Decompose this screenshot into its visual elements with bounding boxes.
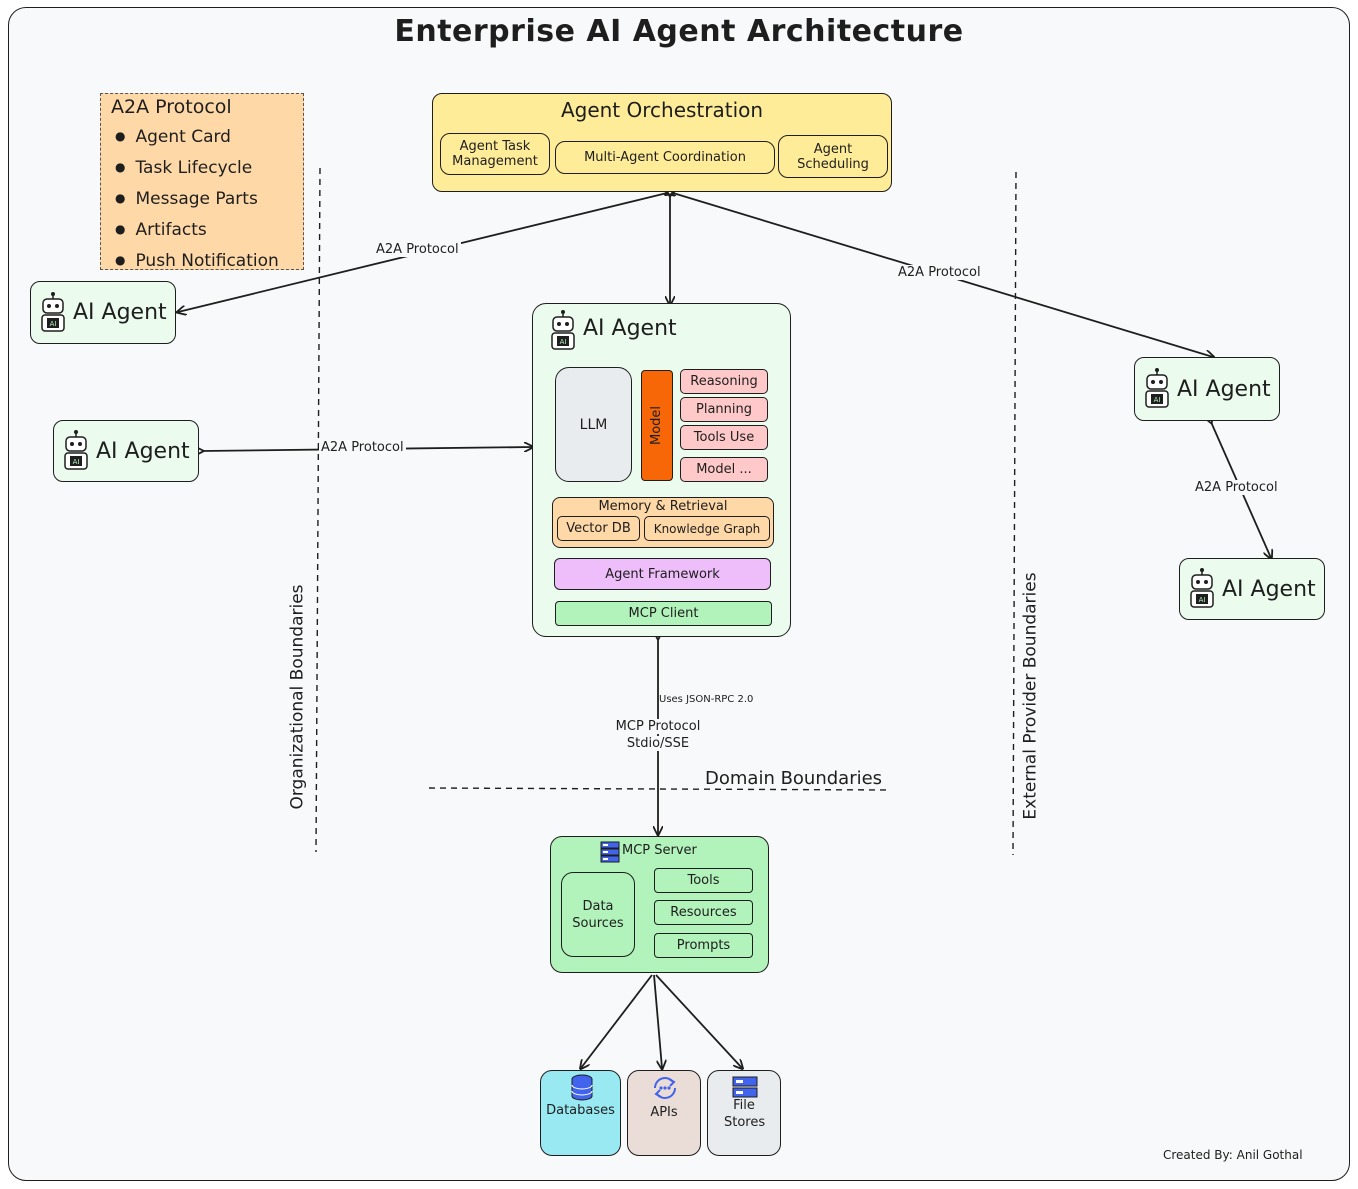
transport-label: Stdio/SSE [610, 736, 706, 751]
memory-retrieval-box[interactable]: Memory & Retrieval Vector DB Knowledge G… [552, 497, 774, 548]
edge-label-a2a: A2A Protocol [374, 242, 461, 257]
robot-icon: AI [1190, 568, 1214, 608]
main-ai-agent[interactable]: AI AI Agent LLM Model Reasoning Planning… [532, 303, 791, 637]
svg-text:AI: AI [1154, 396, 1161, 404]
model-label: Model [649, 405, 665, 446]
file-store-icon [732, 1076, 758, 1098]
main-agent-title: AI Agent [583, 316, 677, 341]
edge-server-apis [653, 974, 662, 1068]
apis-label: APIs [650, 1105, 678, 1120]
domain-boundary-label: Domain Boundaries [705, 768, 883, 789]
edge-label-a2a: A2A Protocol [319, 440, 406, 455]
agent-scheduling[interactable]: Agent Scheduling [778, 135, 888, 178]
mcp-resources[interactable]: Resources [654, 900, 753, 925]
apis-box[interactable]: APIs [627, 1070, 701, 1156]
svg-text:AI: AI [50, 320, 57, 328]
json-rpc-note: Uses JSON-RPC 2.0 [659, 694, 754, 705]
peer-ai-agent[interactable]: AI AI Agent [30, 281, 176, 344]
peer-ai-agent[interactable]: AI AI Agent [1134, 357, 1280, 421]
agent-label: AI Agent [1222, 576, 1316, 602]
peer-ai-agent[interactable]: AI AI Agent [1179, 558, 1325, 620]
robot-icon: AI [64, 430, 88, 470]
agent-label: AI Agent [96, 438, 190, 464]
credit-text: Created By: Anil Gothal [1163, 1148, 1303, 1162]
file-stores-label: File Stores [724, 1098, 766, 1130]
memory-title: Memory & Retrieval [598, 499, 728, 514]
external-boundary-line [1012, 171, 1017, 856]
edge-server-files [655, 974, 742, 1068]
capability-planning[interactable]: Planning [680, 397, 768, 422]
robot-icon: AI [1145, 368, 1169, 408]
databases-label: Databases [546, 1103, 615, 1118]
a2a-protocol-panel: A2A Protocol Agent Card Task Lifecycle M… [100, 93, 304, 271]
peer-ai-agent[interactable]: AI AI Agent [53, 420, 199, 482]
file-stores-box[interactable]: File Stores [707, 1070, 781, 1156]
capability-model-more[interactable]: Model ... [680, 457, 768, 482]
svg-text:AI: AI [560, 338, 567, 346]
list-item: Message Parts [115, 184, 279, 215]
edge-label-a2a: A2A Protocol [896, 265, 983, 280]
mcp-client[interactable]: MCP Client [555, 601, 772, 626]
databases-box[interactable]: Databases [540, 1070, 621, 1156]
database-icon [571, 1074, 593, 1101]
agent-label: AI Agent [73, 300, 167, 325]
server-icon [600, 841, 620, 863]
list-item: Push Notification [115, 246, 278, 277]
capability-reasoning[interactable]: Reasoning [680, 369, 768, 394]
llm-block[interactable]: LLM [555, 367, 632, 482]
capability-tools-use[interactable]: Tools Use [680, 425, 768, 450]
agent-label: AI Agent [1177, 376, 1271, 402]
external-boundary-label: External Provider Boundaries [1021, 572, 1041, 820]
multi-agent-coordination[interactable]: Multi-Agent Coordination [555, 141, 775, 174]
list-item: Artifacts [115, 215, 279, 246]
robot-icon: AI [551, 310, 575, 350]
a2a-panel-heading: A2A Protocol [111, 96, 232, 118]
list-item: Agent Card [115, 122, 279, 153]
mcp-protocol-label: MCP Protocol [610, 719, 706, 734]
mcp-prompts[interactable]: Prompts [654, 933, 753, 958]
org-boundary-label: Organizational Boundaries [287, 584, 308, 810]
svg-text:AI: AI [73, 458, 80, 466]
edge-label-a2a: A2A Protocol [1193, 480, 1280, 495]
orchestration-title: Agent Orchestration [560, 98, 764, 122]
robot-icon: AI [41, 291, 65, 332]
model-block[interactable]: Model [641, 370, 673, 481]
mcp-server-title: MCP Server [622, 843, 697, 858]
svg-text:AI: AI [1199, 596, 1206, 604]
agent-task-management[interactable]: Agent Task Management [440, 133, 550, 175]
diagram-title: Enterprise AI Agent Architecture [394, 14, 964, 49]
edge-server-databases [581, 974, 653, 1068]
vector-db[interactable]: Vector DB [557, 516, 640, 541]
list-item: Task Lifecycle [115, 153, 279, 184]
mcp-tools[interactable]: Tools [654, 868, 753, 893]
a2a-feature-list: Agent Card Task Lifecycle Message Parts … [115, 122, 279, 277]
agent-orchestration-box[interactable]: Agent Orchestration Agent Task Managemen… [432, 93, 892, 192]
agent-framework[interactable]: Agent Framework [554, 558, 771, 590]
knowledge-graph[interactable]: Knowledge Graph [644, 516, 770, 541]
api-sync-icon [654, 1077, 676, 1099]
org-boundary-line [315, 167, 321, 853]
data-sources[interactable]: Data Sources [561, 872, 635, 957]
mcp-server-box[interactable]: MCP Server Data Sources Tools Resources … [550, 836, 769, 973]
